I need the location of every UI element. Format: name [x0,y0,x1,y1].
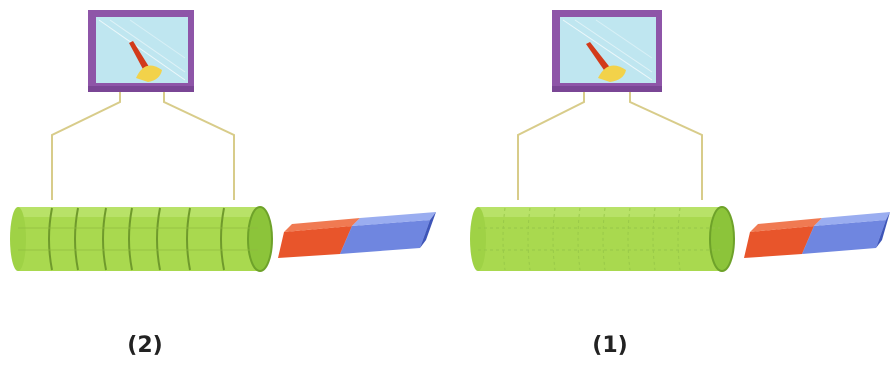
coil-icon [10,206,273,272]
wires [51,92,235,200]
needle-hub [136,65,162,82]
panel-1: (1) [470,10,890,358]
panel-label: (1) [592,333,627,358]
coil-icon [470,206,735,272]
panel-2: (2) [10,10,436,358]
galvanometer-icon [552,10,662,92]
panel-label: (2) [127,333,162,358]
galvanometer-icon [88,10,194,92]
bar-magnet-icon [744,212,890,258]
needle-hub [598,65,626,82]
needle [586,42,612,73]
wires [517,92,703,200]
needle [129,41,151,73]
bar-magnet-icon [278,212,436,258]
